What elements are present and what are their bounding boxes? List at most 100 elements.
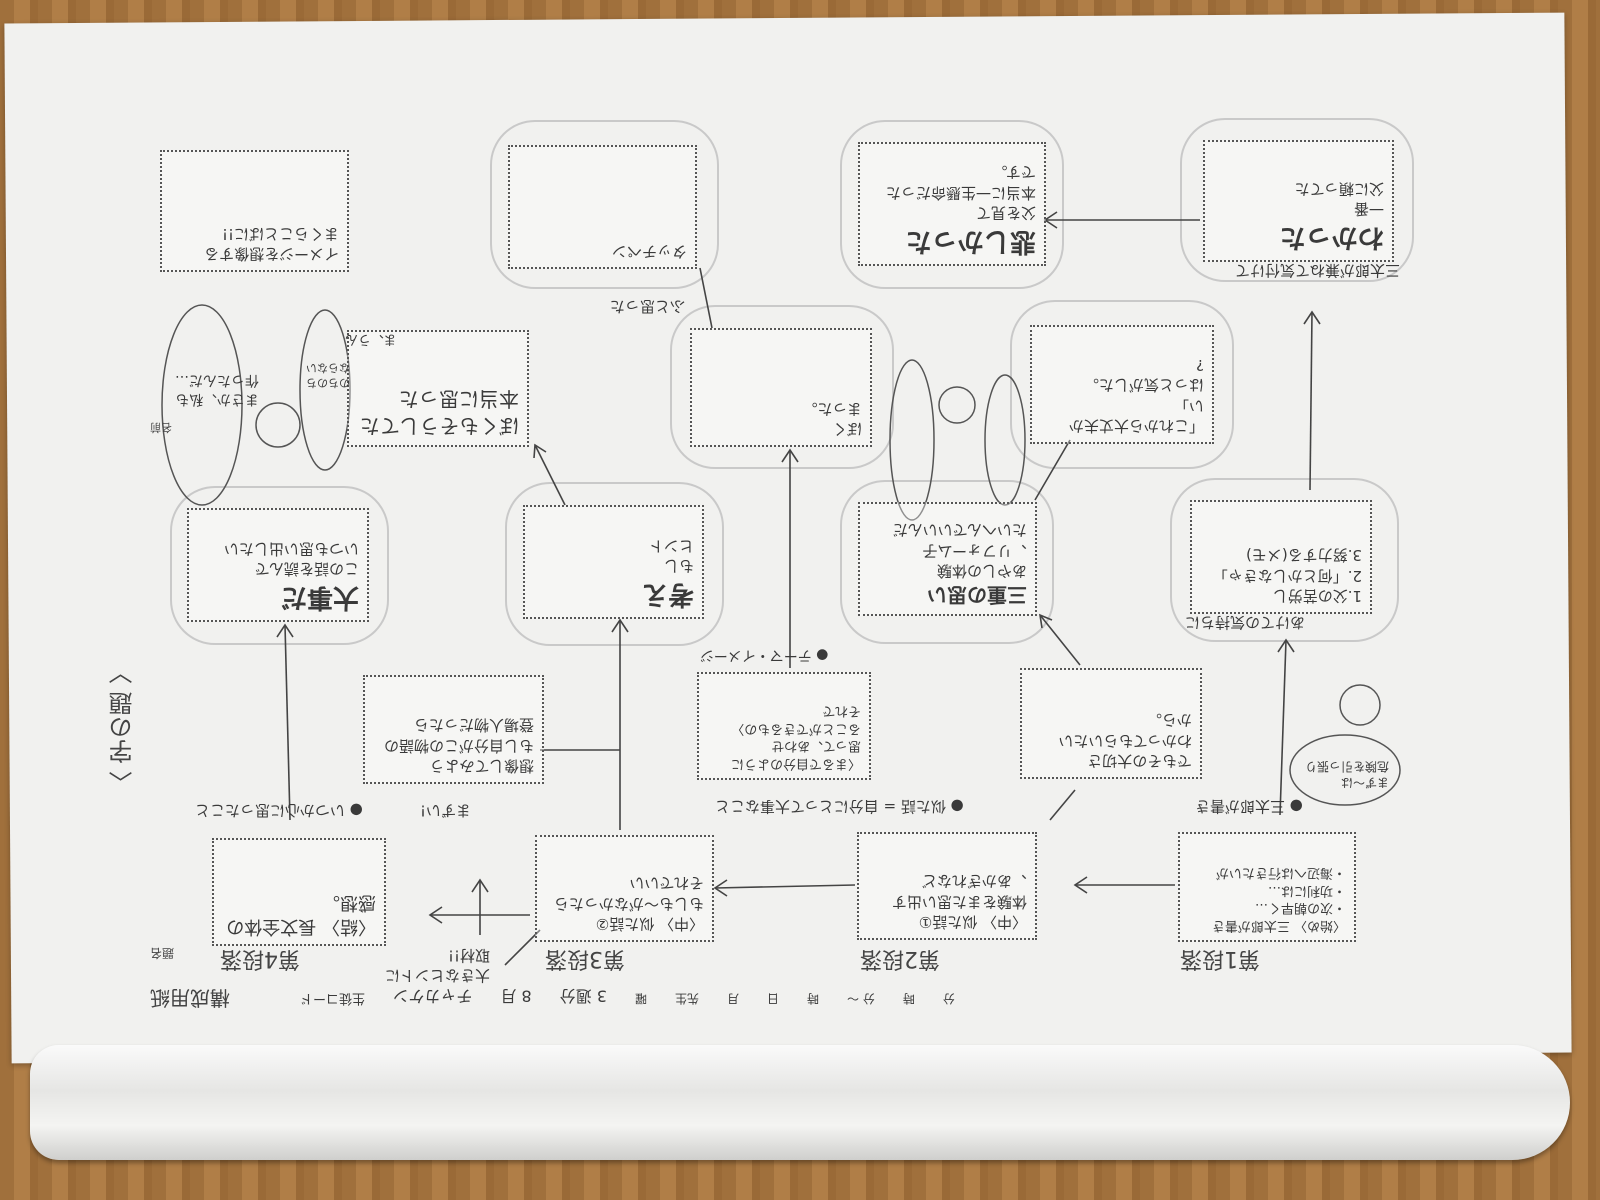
box-sub-text: イメージを想像する まくらことばに!! xyxy=(204,224,339,263)
sheet-title: 構成用紙 xyxy=(150,986,230,1010)
arrow-i-e xyxy=(1034,439,1071,501)
box-f: ぼく まった。 xyxy=(690,328,872,447)
note-below-h: あけての気持ちに xyxy=(1185,613,1306,632)
box-sub-text: 1.父の苦労し 2.「何とかしなきゃ」 3.努力する(メモ) xyxy=(1212,546,1362,606)
note-1: ● 三太郎が書き xyxy=(1195,797,1303,816)
box-main-text: わかった xyxy=(1279,222,1384,252)
note-4: ● いつか心に思ったこと xyxy=(195,801,363,820)
box-sub-text: この話を読んで いつも思い出したい xyxy=(223,539,359,578)
note-8: ま、うん xyxy=(345,331,397,347)
box-main-text: 大事だ xyxy=(280,582,359,612)
speech-bubble-left xyxy=(161,304,243,506)
box-l: でもその大切さ わかってもらいたい から。 xyxy=(1020,668,1202,779)
header-field: 先生 xyxy=(674,991,699,1006)
note-5: 大きなヒントに 取材!! xyxy=(385,946,491,985)
box-m: 〈まるで自分のように 思って、あわせ ることができるもの〉 それで xyxy=(697,672,871,780)
box-sub-text: 〈中〉 似た話② もしも〜がなかったら それでいい xyxy=(553,874,704,934)
speech-bubble-right xyxy=(1289,734,1401,806)
title-name-label: 題名 xyxy=(150,946,175,960)
doodle-face-mid xyxy=(938,386,976,424)
box-conclusion-top: わかった 一番 父に頼ってた xyxy=(1203,140,1394,262)
box-sub-text: 〈中〉 似た話① 体験をまた思い出す 、あかぎれなど xyxy=(891,872,1027,932)
header-field: 3 週分 xyxy=(559,986,607,1006)
box-sub-text: でもその大切さ わかってもらいたい から。 xyxy=(1058,711,1192,771)
box-sub-text: 「これから大丈夫かい」 はっと気がした。 ? xyxy=(1068,356,1204,435)
box-main-text: 考え xyxy=(641,579,694,609)
box-c: タッチペン xyxy=(508,145,697,269)
box-e: 「これから大丈夫かい」 はっと気がした。 ? xyxy=(1030,325,1214,444)
header-field: 時 xyxy=(902,991,915,1006)
header-field: 生徒コード xyxy=(300,990,366,1006)
header-field: 分 xyxy=(942,991,955,1006)
section-label-3: 第3段落 xyxy=(545,946,625,971)
arrow-j-g xyxy=(534,444,566,506)
box-sub-text: ぼく まった。 xyxy=(802,399,862,438)
box-h: 1.父の苦労し 2.「何とかしなきゃ」 3.努力する(メモ) xyxy=(1190,500,1372,614)
header-field: チャカケン xyxy=(393,986,473,1006)
section-label-4: 第4段落 xyxy=(220,946,300,971)
name-label: 名前 xyxy=(150,421,172,434)
section-label-2: 第2段落 xyxy=(860,946,940,971)
box-sub-text: 〈まるで自分のように 思って、あわせ ることができるもの〉 それで xyxy=(730,703,861,771)
box-paragraph-2: 〈中〉 似た話① 体験をまた思い出す 、あかぎれなど xyxy=(857,832,1037,940)
box-feeling: 悲しかった 父を見て 本当に一生懸命だった です。 xyxy=(858,142,1046,266)
box-k: 大事だ この話を読んで いつも思い出したい xyxy=(187,508,369,622)
box-j: 考え もし ヒント xyxy=(523,505,704,619)
box-sub-text: もし ヒント xyxy=(648,536,694,575)
note-3: ● テーマ・イメージ xyxy=(700,646,829,663)
note-6: まずい! xyxy=(420,801,472,820)
bubble-text-small: のちのち ならない xyxy=(306,361,350,390)
box-paragraph-4: 〈結〉 長文全体の 感想。 xyxy=(212,838,386,946)
arrow-f-c xyxy=(699,267,713,329)
cloud-j xyxy=(505,482,724,646)
slash-mark xyxy=(504,929,541,966)
cloud-i xyxy=(840,480,1054,644)
cloud-f xyxy=(670,305,894,469)
box-sub-text: 父を見て 本当に一生懸命だった です。 xyxy=(885,163,1036,222)
speech-bubble-small xyxy=(299,309,351,471)
note-7: ふと思った xyxy=(610,297,686,316)
box-sub-text: 想像してみよう もし自分がこの物語の 登場人物だったら xyxy=(383,716,534,776)
box-main-text: 三重の思い xyxy=(927,583,1027,607)
doodle-face-right xyxy=(1339,684,1381,726)
arrow-p-l xyxy=(1049,789,1076,821)
cloud-a xyxy=(1180,118,1414,282)
doodle-face xyxy=(255,402,301,448)
bubble-text-left: まさか、私も 作ったんだ… xyxy=(175,371,259,407)
cloud-c xyxy=(490,120,719,289)
header-field: 8 月 xyxy=(500,986,532,1006)
note-above-a: 三太郎が兼ねて気付けて xyxy=(1234,261,1400,280)
header-field: 月 xyxy=(726,991,739,1006)
cloud-b xyxy=(840,120,1064,289)
box-g: ぼくもそうしてた 本当に思った xyxy=(347,330,529,447)
arrow-l-i xyxy=(1039,614,1081,666)
box-sub-text: 〈結〉 長文全体の 感想。 xyxy=(226,891,376,937)
arrow-o-h xyxy=(1279,639,1287,816)
box-i: 三重の思い あやしの体験 、リフォーム子 たいへんでいいんだ xyxy=(858,502,1037,616)
box-sub-text: タッチペン xyxy=(611,242,687,260)
box-sub-text: あやしの体験 、リフォーム子 たいへんでいいんだ xyxy=(892,521,1027,581)
rolled-paper xyxy=(30,1045,1570,1160)
box-main-text: 悲しかった xyxy=(905,226,1036,256)
note-2: ● 似た話 = 自分にとって大事なこと xyxy=(715,797,964,816)
bubble-text-right: まず〜は 危険を引っ張り xyxy=(1305,759,1390,790)
cloud-e xyxy=(1010,300,1234,469)
header-field: 曜 xyxy=(634,991,647,1006)
header-field: 分 〜 xyxy=(847,991,875,1006)
box-sub-text: 〈始め〉 三太郎が書き ・次の朝早く… ・功利には… ・海辺へは行きたいが xyxy=(1211,865,1346,933)
box-paragraph-3: 〈中〉 似た話② もしも〜がなかったら それでいい xyxy=(535,835,714,942)
box-paragraph-1: 〈始め〉 三太郎が書き ・次の朝早く… ・功利には… ・海辺へは行きたいが xyxy=(1178,832,1356,942)
speech-bubble-mid xyxy=(889,359,935,521)
arrow-r-k xyxy=(284,624,291,821)
header-fields: 生徒コード チャカケン 8 月 3 週分 曜 先生 月 日 時 分 〜 時 分 xyxy=(300,985,955,1007)
box-sub-text: 一番 父に頼ってた xyxy=(1294,179,1384,218)
arrow-h-a xyxy=(1309,311,1313,491)
header-field: 時 xyxy=(807,991,820,1006)
section-label-1: 第1段落 xyxy=(1180,946,1260,971)
side-title: 〈 字の題 〉 xyxy=(109,660,137,796)
cloud-k xyxy=(170,486,389,645)
box-n: 想像してみよう もし自分がこの物語の 登場人物だったら xyxy=(363,675,544,784)
box-d: イメージを想像する まくらことばに!! xyxy=(160,150,349,272)
arrow-p-q xyxy=(714,884,856,889)
